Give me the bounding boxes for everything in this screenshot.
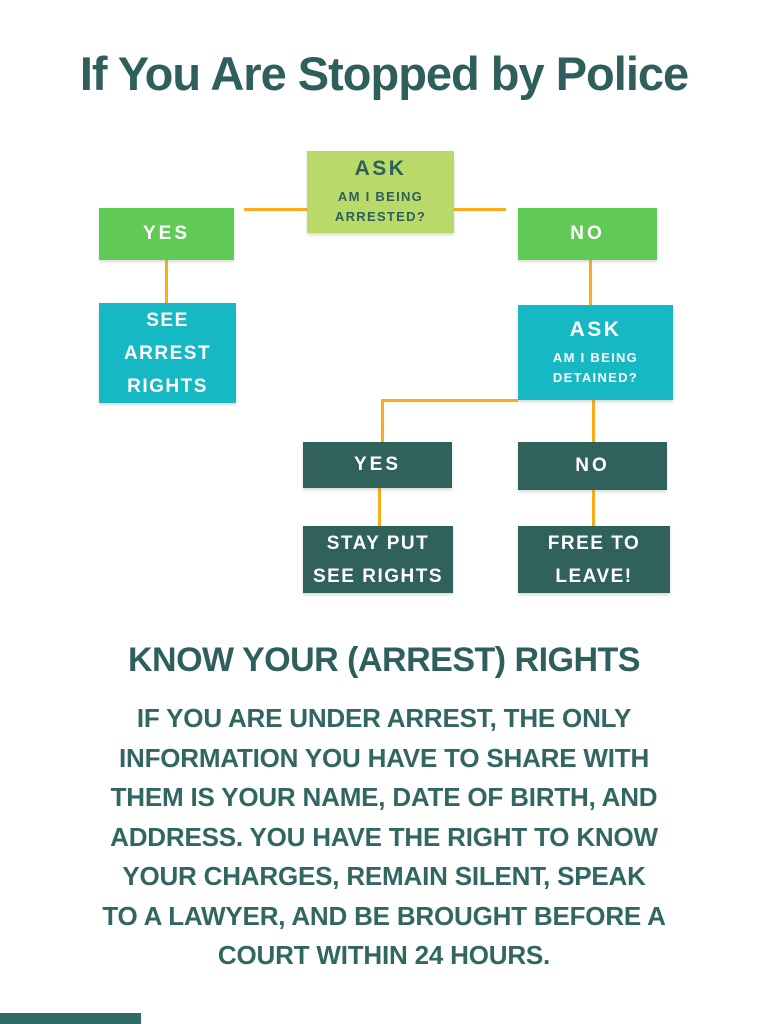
info-line: IF YOU ARE UNDER ARREST, THE ONLY: [136, 703, 632, 733]
node-free-to-leave-label: FREE TO LEAVE!: [547, 532, 641, 587]
node-ask-arrested-label: ASK: [354, 157, 407, 180]
poster-title: If You Are Stopped by Police: [79, 47, 689, 100]
connector-detained-left-horizontal: [381, 399, 518, 402]
node-ask-detained-question: AM I BEING DETAINED?: [552, 349, 639, 385]
connector-stay-put-down: [378, 488, 381, 527]
flow-node-see-arrest-rights: SEE ARREST RIGHTS: [99, 303, 236, 403]
flow-node-free-to-leave: FREE TO LEAVE!: [518, 526, 670, 593]
node-stay-put-label: STAY PUT SEE RIGHTS: [312, 532, 444, 587]
footer-accent-bar: [0, 1013, 141, 1024]
node-yes-label: YES: [142, 223, 191, 244]
info-line: YOUR CHARGES, REMAIN SILENT, SPEAK: [122, 861, 646, 891]
section-heading: KNOW YOUR (ARREST) RIGHTS: [128, 641, 640, 679]
node-ask-detained-label: ASK: [569, 317, 622, 341]
connector-no-down: [589, 260, 592, 306]
info-line: INFORMATION YOU HAVE TO SHARE WITH: [118, 742, 650, 773]
info-paragraph: IF YOU ARE UNDER ARREST, THE ONLY INFORM…: [0, 699, 768, 976]
node-see-arrest-rights-label: SEE ARREST RIGHTS: [123, 309, 212, 397]
info-line: THEM IS YOUR NAME, DATE OF BIRTH, AND: [110, 782, 658, 812]
connector-yes-down: [165, 260, 168, 304]
flow-node-detained-no: NO: [518, 442, 667, 490]
info-line: COURT WITHIN 24 HOURS.: [217, 940, 551, 970]
connector-free-leave-down: [592, 490, 595, 527]
flow-node-ask-detained: ASK AM I BEING DETAINED?: [518, 305, 673, 400]
node-ask-arrested-question: AM I BEING ARRESTED?: [334, 189, 427, 224]
node-detained-no-label: NO: [575, 455, 610, 476]
info-line: ADDRESS. YOU HAVE THE RIGHT TO KNOW: [110, 821, 658, 852]
info-line: TO A LAWYER, AND BE BROUGHT BEFORE A: [102, 900, 666, 931]
flow-node-detained-yes: YES: [303, 442, 452, 488]
flow-node-no: NO: [518, 208, 657, 260]
flow-node-ask-arrested: ASK AM I BEING ARRESTED?: [307, 151, 454, 233]
connector-detained-down: [592, 400, 595, 443]
flow-node-yes: YES: [99, 208, 234, 260]
flow-node-stay-put: STAY PUT SEE RIGHTS: [303, 526, 453, 593]
connector-detained-left-vertical: [381, 399, 384, 443]
node-no-label: NO: [570, 223, 605, 244]
node-detained-yes-label: YES: [353, 454, 402, 475]
